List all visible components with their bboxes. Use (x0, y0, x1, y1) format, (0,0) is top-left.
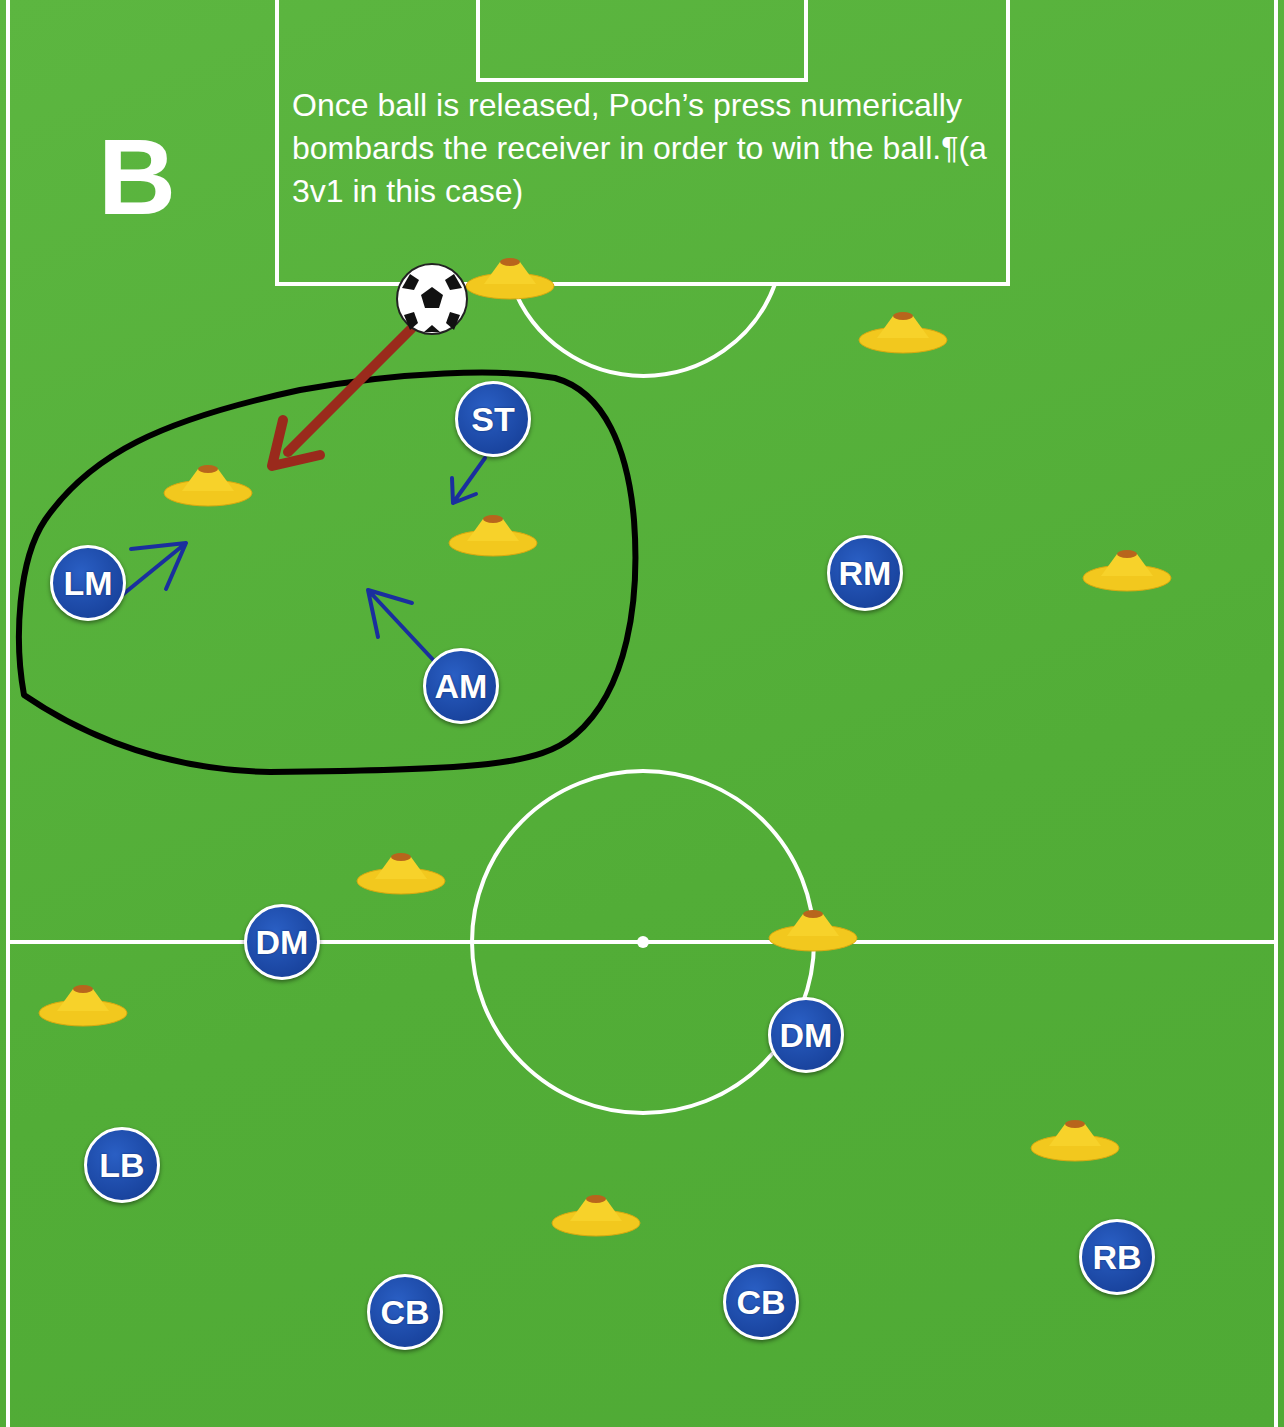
player-marker: CB (723, 1264, 799, 1340)
player-marker: ST (455, 381, 531, 457)
cone (859, 312, 947, 353)
press-zone (19, 373, 635, 772)
run-arrow (368, 590, 437, 664)
player-marker: RB (1079, 1219, 1155, 1295)
centre-circle (472, 771, 814, 1113)
run-arrow (452, 458, 485, 503)
diagram-letter: B (98, 118, 176, 237)
cone (466, 258, 554, 299)
touchline (6, 0, 10, 1427)
cone (449, 515, 537, 556)
player-marker: CB (367, 1274, 443, 1350)
player-marker: DM (768, 997, 844, 1073)
player-position: AM (435, 669, 488, 703)
player-position: RM (839, 556, 892, 590)
player-marker: DM (244, 904, 320, 980)
run-arrows (116, 458, 485, 664)
player-position: DM (780, 1018, 833, 1052)
coaching-note: Once ball is released, Poch’s press nume… (292, 84, 998, 213)
player-position: RB (1092, 1240, 1141, 1274)
centre-spot (637, 936, 649, 948)
touchline (1274, 0, 1278, 1427)
ball-pass-arrow (272, 328, 412, 466)
cone (552, 1195, 640, 1236)
cone (357, 853, 445, 894)
player-marker: LM (50, 545, 126, 621)
player-position: CB (736, 1285, 785, 1319)
soccer-ball (397, 264, 467, 334)
cone (1083, 550, 1171, 591)
cones (39, 258, 1171, 1236)
player-position: DM (256, 925, 309, 959)
cone (164, 465, 252, 506)
cone (769, 910, 857, 951)
penalty-box (277, 0, 1008, 284)
player-marker: AM (423, 648, 499, 724)
penalty-arc (512, 284, 775, 376)
player-marker: RM (827, 535, 903, 611)
player-position: CB (380, 1295, 429, 1329)
cone (1031, 1120, 1119, 1161)
cone (39, 985, 127, 1026)
run-arrow (116, 543, 186, 600)
player-position: LB (99, 1148, 144, 1182)
player-marker: LB (84, 1127, 160, 1203)
player-position: LM (63, 566, 112, 600)
six-yard-box (478, 0, 806, 80)
player-position: ST (471, 402, 514, 436)
pitch-lines (8, 0, 1276, 1427)
